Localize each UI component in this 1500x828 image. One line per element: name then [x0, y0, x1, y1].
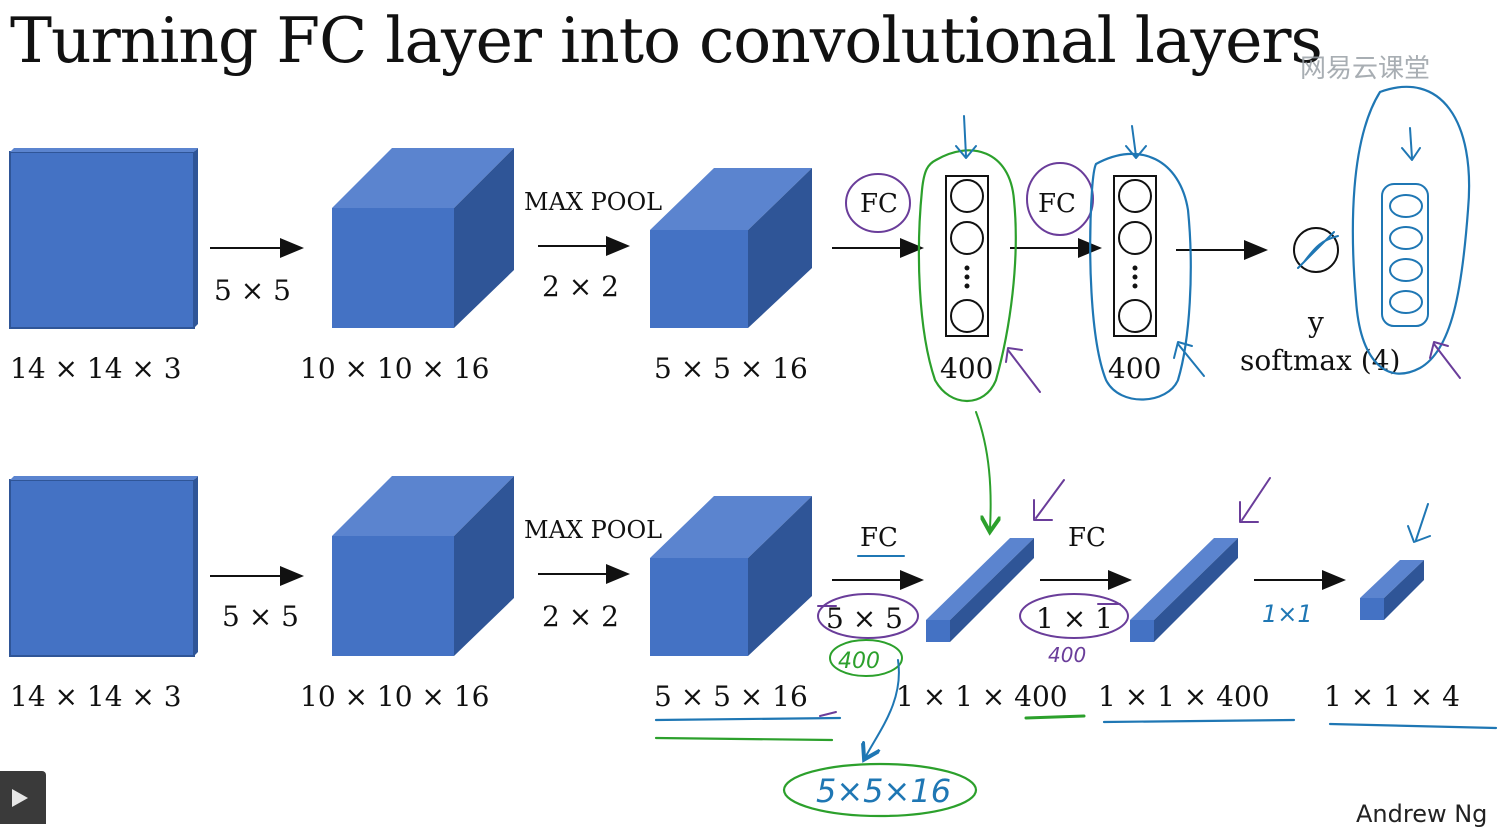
fc1-op-circle	[817, 593, 919, 639]
fc2-ne-arrow	[1173, 341, 1205, 377]
fc1-down-arrow	[955, 115, 977, 159]
fc2-circle	[1026, 162, 1094, 236]
top-fc2-label: FC	[1038, 189, 1076, 219]
top-fc2-layer	[1113, 175, 1157, 337]
video-play-button[interactable]	[0, 771, 46, 824]
top-conv-op: 5 × 5	[214, 274, 291, 307]
top-row: 14 × 14 × 3 5 × 5 10 × 10 × 16 MAX POOL …	[9, 148, 1400, 385]
bottom-pool-op: 2 × 2	[542, 600, 619, 633]
bottom-pool-label: MAX POOL	[524, 516, 662, 544]
bottom-fc2-label: FC	[1068, 523, 1106, 553]
bottom-fc2-dim: 1 × 1 × 400	[1098, 680, 1270, 713]
bottom-row: 14 × 14 × 3 5 × 5 10 × 10 × 16 MAX POOL …	[9, 476, 1460, 713]
bottom-fc1-volume	[926, 538, 1034, 642]
top-fc1-units: 400	[940, 352, 993, 385]
volume-note-circle	[782, 762, 978, 818]
fc2-down-arrow	[1125, 125, 1147, 159]
top-fc2-units: 400	[1108, 352, 1161, 385]
bottom-fc1-arrow	[1033, 479, 1065, 521]
bottom-fc1-dim: 1 × 1 × 400	[896, 680, 1068, 713]
softmax-blue-loop	[1351, 85, 1471, 375]
bottom-output-dim: 1 × 1 × 4	[1324, 680, 1460, 713]
play-icon	[12, 789, 28, 807]
softmax-down-arrow	[1401, 127, 1421, 161]
top-pool-volume	[650, 168, 812, 328]
bottom-fc1-label: FC	[860, 523, 898, 553]
author-credit: Andrew Ng	[1356, 800, 1488, 828]
filters-400-circle	[829, 639, 903, 677]
fc2-blue-loop	[1089, 152, 1192, 401]
slide-title: Turning FC layer into convolutional laye…	[10, 4, 1323, 77]
bottom-pool-volume	[650, 496, 812, 656]
bottom-fc2-op: 1 × 1	[1036, 602, 1113, 635]
top-conv-dim: 10 × 10 × 16	[300, 352, 489, 385]
fc1-circle	[845, 173, 911, 233]
bottom-fc2-volume	[1130, 538, 1238, 642]
top-input-dim: 14 × 14 × 3	[10, 352, 182, 385]
bottom-fc1-op: 5 × 5	[826, 602, 903, 635]
handwritten-annotations	[654, 85, 1498, 818]
top-pool-dim: 5 × 5 × 16	[654, 352, 808, 385]
top-pool-op: 2 × 2	[542, 270, 619, 303]
green-connector-arrow	[975, 411, 991, 528]
bottom-input-dim: 14 × 14 × 3	[10, 680, 182, 713]
bottom-input-volume	[9, 476, 198, 657]
bottom-fc2-arrow	[1239, 477, 1271, 523]
top-fc1-layer	[945, 175, 989, 337]
volume-note: 5×5×16	[816, 772, 951, 810]
fc1-green-loop	[917, 149, 1017, 403]
watermark-logo: 网易云课堂	[1300, 54, 1431, 84]
bottom-output-volume	[1360, 560, 1424, 620]
top-output-label: softmax (4)	[1240, 344, 1400, 377]
fc2-op-circle	[1019, 593, 1129, 639]
bottom-out-arrow	[1407, 503, 1431, 543]
filters-400-note-a: 400	[838, 649, 880, 674]
bottom-conv-op: 5 × 5	[222, 600, 299, 633]
filters-400-note-b: 400	[1048, 643, 1086, 667]
fc1-ne-arrow	[1005, 347, 1041, 393]
top-fc1-label: FC	[860, 189, 898, 219]
top-conv-volume	[332, 148, 514, 328]
top-output-var: y	[1307, 306, 1324, 339]
output-scribble	[1297, 231, 1339, 269]
one-by-one-note: 1×1	[1262, 600, 1313, 628]
top-pool-label: MAX POOL	[524, 188, 662, 216]
volume-connector-arrow	[866, 659, 900, 756]
top-input-volume	[9, 148, 198, 329]
softmax-ne-arrow	[1429, 341, 1461, 379]
softmax-vector-box	[1381, 183, 1429, 327]
top-output-node	[1293, 227, 1339, 273]
bottom-conv-dim: 10 × 10 × 16	[300, 680, 489, 713]
bottom-conv-volume	[332, 476, 514, 656]
bottom-pool-dim: 5 × 5 × 16	[654, 680, 808, 713]
